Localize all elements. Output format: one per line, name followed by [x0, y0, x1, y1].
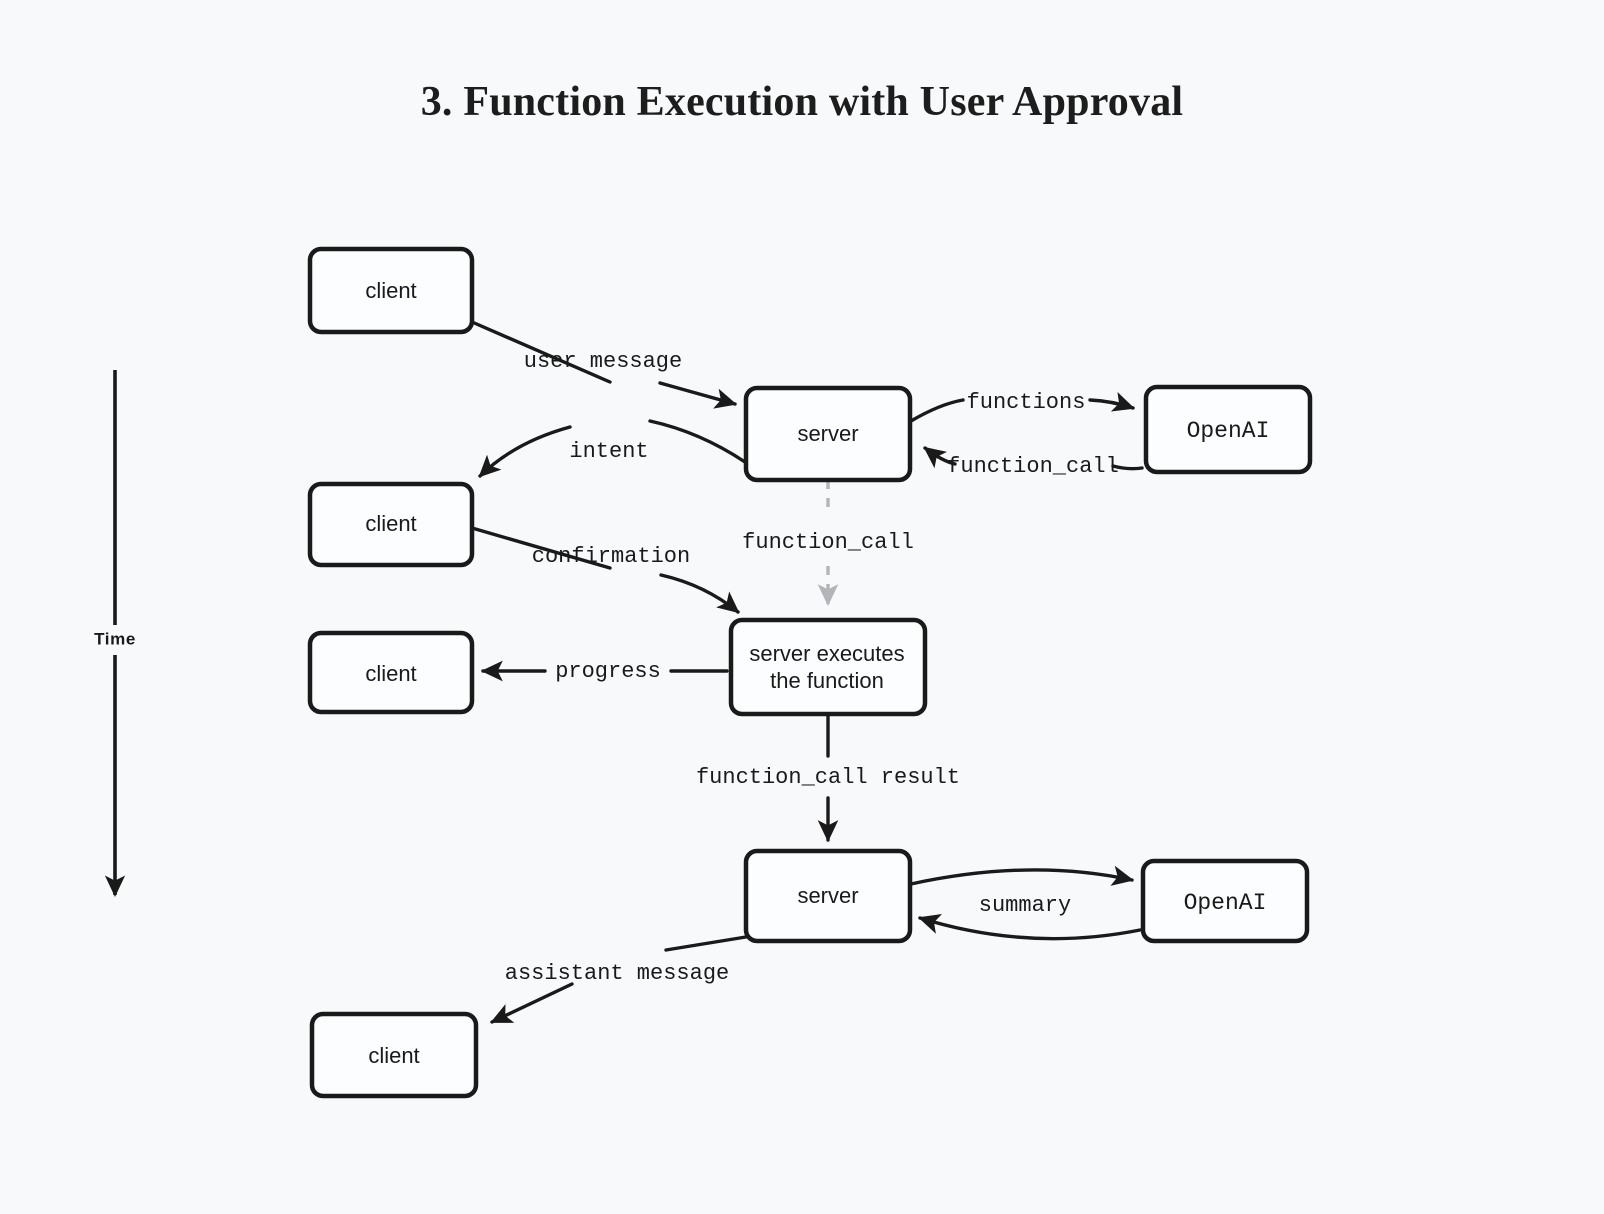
edge-user-message-line-a: [470, 320, 612, 384]
edge-assistant-message: assistant message: [490, 934, 754, 1024]
edge-assistant-message-line-b: [490, 982, 574, 1024]
edge-confirmation-line-b: [659, 573, 740, 614]
edge-user-message-label: user message: [524, 349, 682, 374]
edge-confirmation: confirmation: [470, 526, 740, 614]
node-client-1[interactable]: client: [307, 246, 475, 335]
time-axis: Time: [94, 370, 136, 897]
node-server-2-box[interactable]: [743, 848, 913, 944]
node-openai-2-box[interactable]: [1140, 858, 1310, 944]
edge-intent-line-b: [478, 425, 572, 478]
node-server-executes-function-box[interactable]: [728, 617, 928, 717]
node-server-2[interactable]: server: [743, 848, 913, 944]
edge-function-call-dashed-label: function_call: [742, 530, 914, 555]
edge-confirmation-label: confirmation: [532, 544, 690, 569]
edge-intent-line-a: [648, 419, 747, 464]
edge-function-call-return-line-b: [923, 446, 957, 469]
node-client-2[interactable]: client: [307, 481, 475, 568]
node-server-executes-function-label-line2: the function: [770, 668, 884, 693]
time-axis-label: Time: [94, 629, 136, 648]
edge-summary-line: [909, 865, 1134, 886]
edge-summary-return-line: [918, 913, 1142, 941]
node-server-2-label: server: [797, 883, 858, 908]
node-server-1-label: server: [797, 421, 858, 446]
node-client-4[interactable]: client: [309, 1011, 479, 1099]
edge-summary-return: [918, 913, 1142, 941]
edge-function-call-return-label: function_call: [947, 454, 1119, 479]
node-openai-2-label: OpenAI: [1184, 890, 1267, 916]
node-openai-2[interactable]: OpenAI: [1140, 858, 1310, 944]
edge-intent: intent: [478, 419, 747, 478]
edge-intent-label: intent: [569, 439, 648, 464]
node-server-executes-function-label-line1: server executes: [749, 641, 904, 666]
edge-confirmation-line-a: [470, 526, 612, 570]
node-client-1-label: client: [365, 278, 416, 303]
edge-user-message: user message: [470, 320, 737, 409]
node-openai-1[interactable]: OpenAI: [1143, 384, 1313, 475]
edge-functions-line-a: [909, 398, 965, 423]
edge-function-call-return-line-a: [1111, 464, 1144, 471]
edge-function-call-result: function_call result: [696, 712, 960, 842]
node-client-4-label: client: [368, 1043, 419, 1068]
edge-functions-label: functions: [967, 390, 1086, 415]
edge-user-message-line-b: [658, 381, 737, 409]
node-client-3-label: client: [365, 661, 416, 686]
edge-function-call-result-label: function_call result: [696, 765, 960, 790]
node-openai-1-box[interactable]: [1143, 384, 1313, 475]
node-client-3[interactable]: client: [307, 630, 475, 715]
node-client-3-box[interactable]: [307, 630, 475, 715]
node-server-1-box[interactable]: [743, 385, 913, 483]
edge-progress: progress: [481, 659, 729, 684]
edge-progress-label: progress: [555, 659, 661, 684]
node-openai-1-label: OpenAI: [1187, 418, 1270, 444]
node-client-1-box[interactable]: [307, 246, 475, 335]
page-title: 3. Function Execution with User Approval: [420, 79, 1184, 125]
node-server-1[interactable]: server: [743, 385, 913, 483]
edge-functions: functions: [909, 390, 1135, 423]
node-client-4-box[interactable]: [309, 1011, 479, 1099]
edge-function-call-dashed: function_call: [742, 480, 914, 606]
node-client-2-box[interactable]: [307, 481, 475, 568]
edge-function-call-return: function_call: [923, 446, 1144, 479]
node-client-2-label: client: [365, 511, 416, 536]
edge-assistant-message-label: assistant message: [505, 961, 729, 986]
node-server-executes-function[interactable]: server executes the function: [728, 617, 928, 717]
edge-assistant-message-line-a: [664, 934, 754, 952]
edge-summary-label: summary: [979, 893, 1071, 918]
edge-summary: summary: [909, 865, 1134, 918]
edge-functions-line-b: [1088, 391, 1135, 412]
